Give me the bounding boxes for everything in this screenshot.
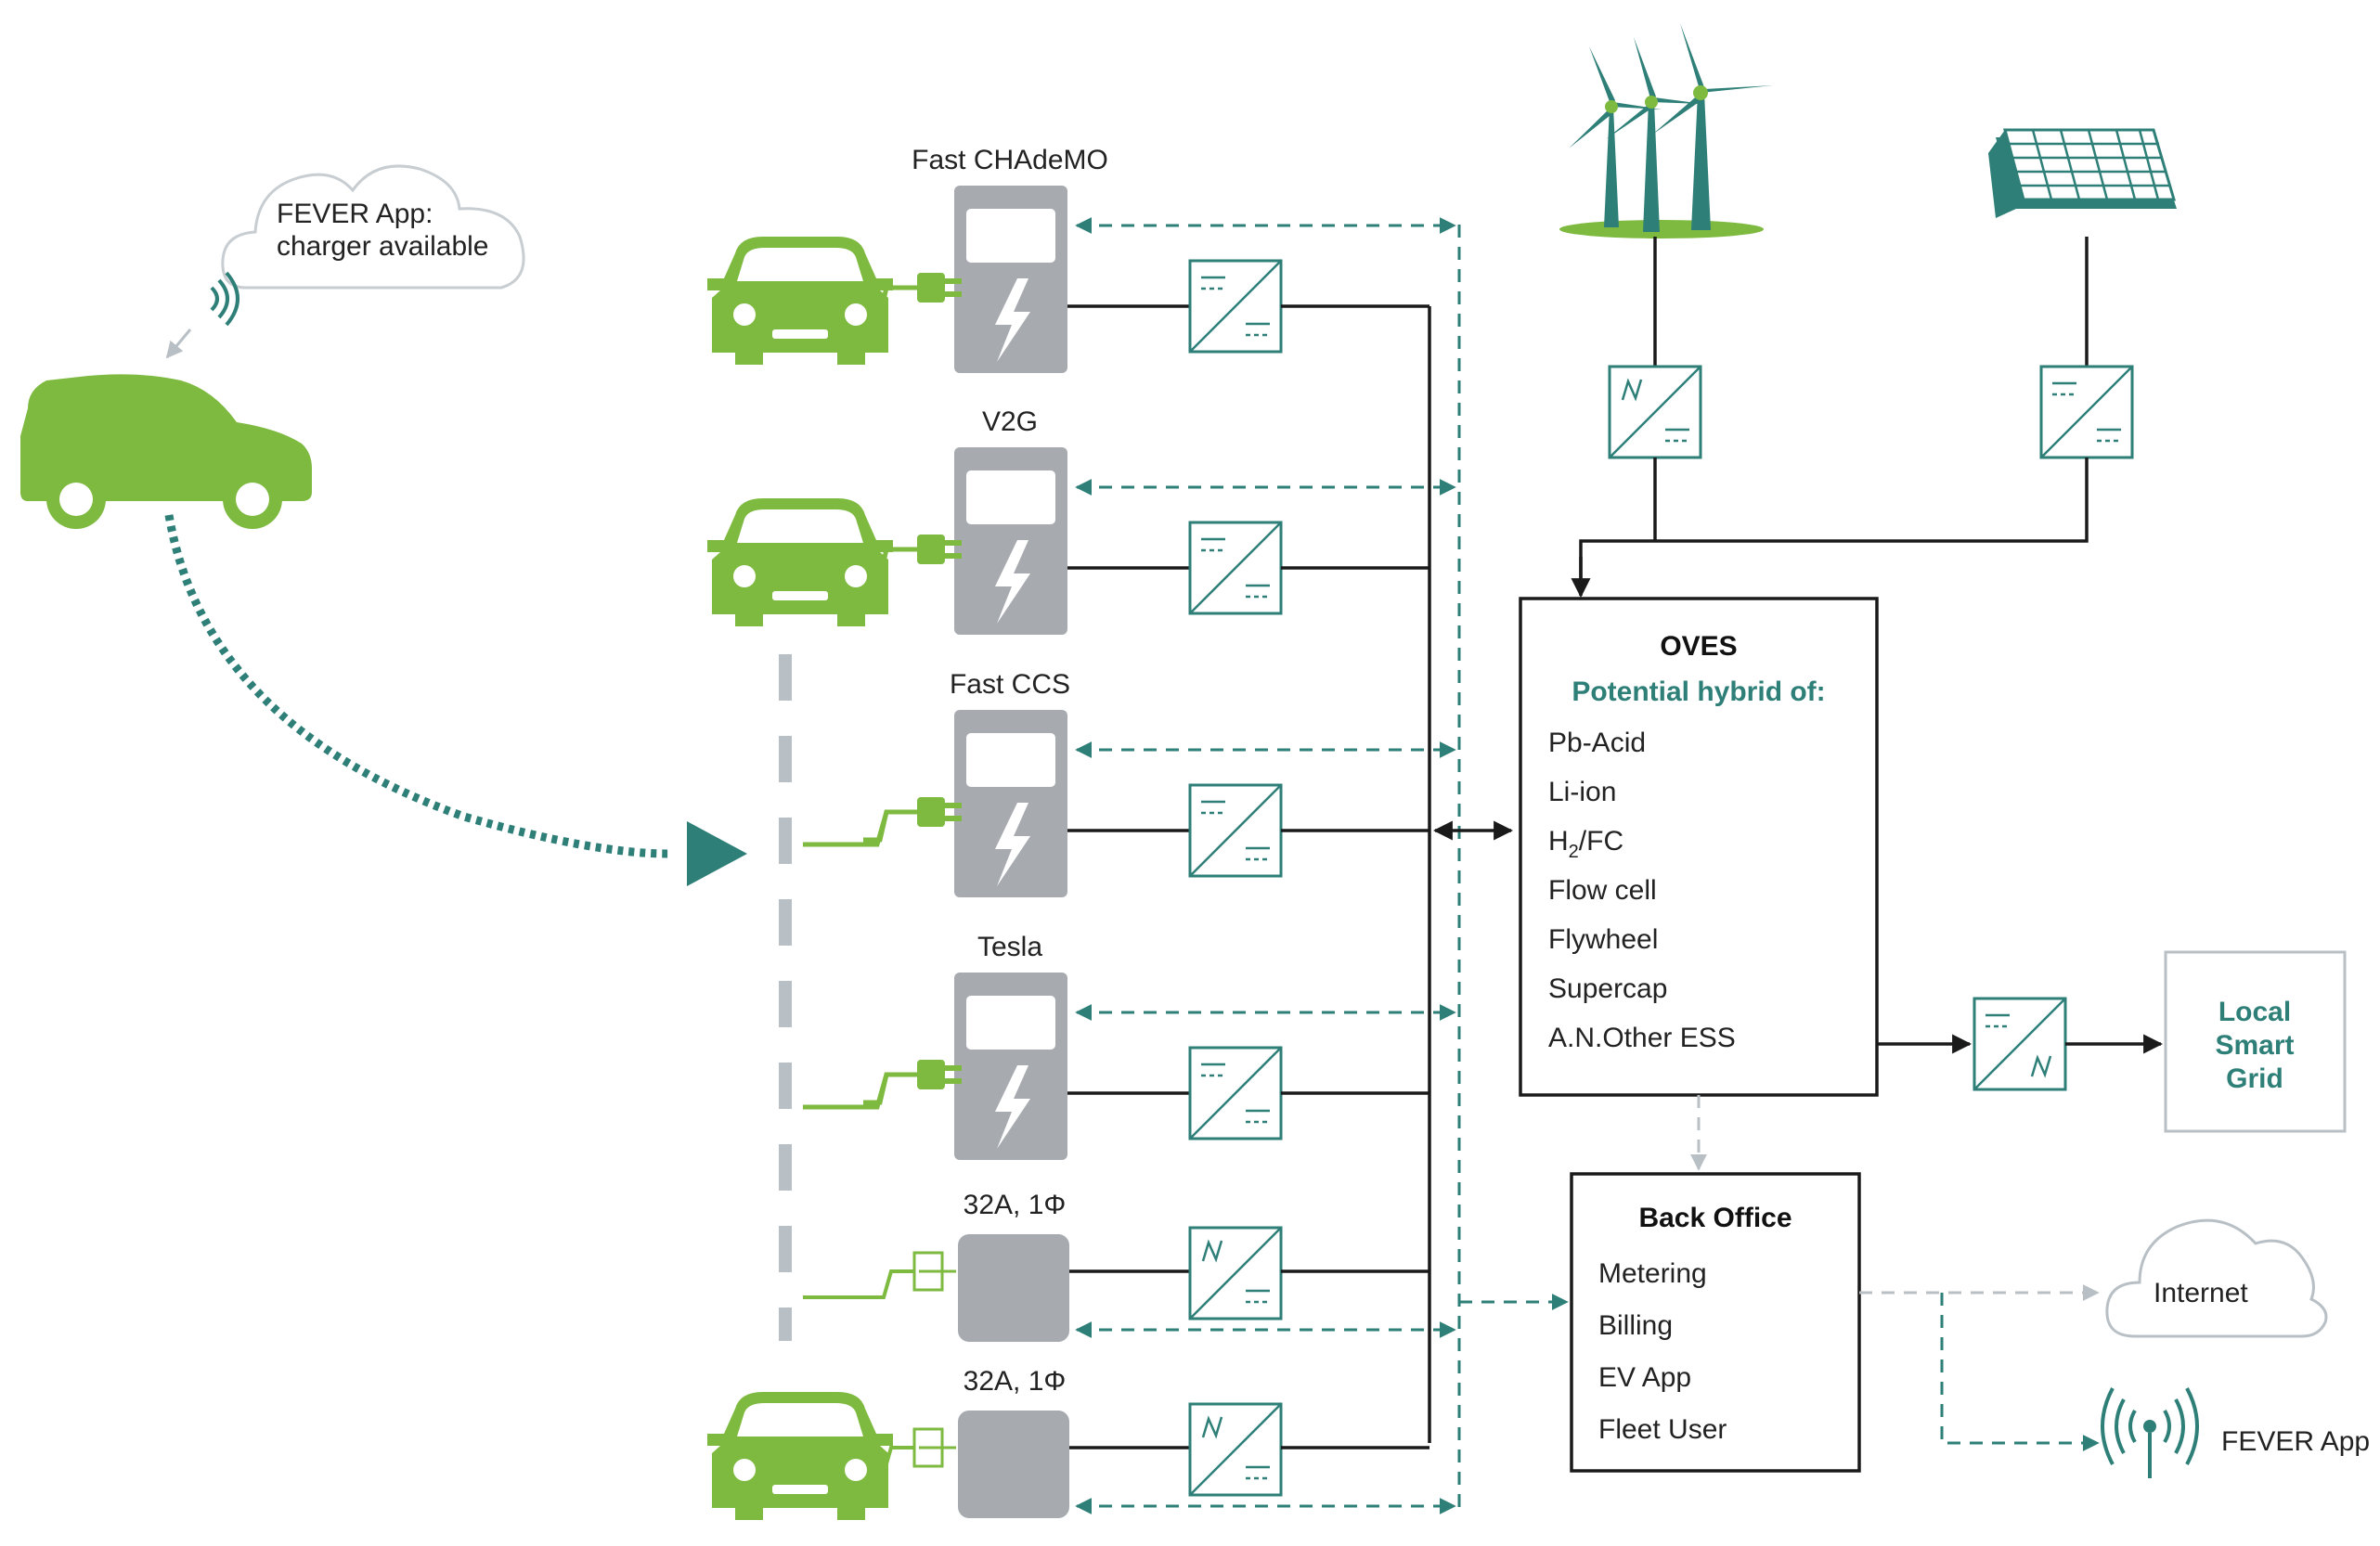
dc-dc-converter [1188, 783, 1283, 878]
charging-cable [803, 1269, 914, 1299]
oves-title: OVES [1660, 631, 1737, 662]
oves-item: Supercap [1548, 973, 1667, 1004]
renewables-combiner [1579, 457, 2089, 594]
ev-car-icon [707, 1392, 893, 1520]
charger-row: 32A, 1Φ [803, 1190, 1456, 1342]
ac-dc-converter [1188, 1402, 1283, 1497]
oves-storage-box: OVES Potential hybrid of: Pb-AcidLi-ionH… [1519, 597, 1879, 1097]
wind-converter-ac-dc [1608, 365, 1702, 459]
internet-label: Internet [2154, 1278, 2248, 1308]
back-office-item: EV App [1598, 1362, 1691, 1393]
back-office-item: Metering [1598, 1258, 1707, 1289]
route-dotted-line [164, 514, 669, 858]
grid-label-line3: Grid [2226, 1063, 2283, 1094]
oves-subtitle: Potential hybrid of: [1572, 676, 1825, 707]
plug-icon [912, 1251, 956, 1292]
back-office-item: Billing [1598, 1310, 1673, 1341]
charger-row: Fast CHAdeMO [707, 145, 1456, 373]
charger-row: V2G [707, 406, 1456, 635]
roaming-ev-icon [20, 374, 312, 529]
dc-dc-converter [1188, 521, 1283, 615]
dc-dc-converter [1188, 259, 1283, 354]
oves-item: A.N.Other ESS [1548, 1023, 1736, 1053]
grid-label-line1: Local [2218, 997, 2291, 1027]
backoffice-to-app [1940, 1293, 2100, 1451]
dc-charger-icon [954, 447, 1067, 635]
charger-rows: Fast CHAdeMO V2G Fast CCS Tesla 32A, 1Φ 32A, … [707, 145, 1456, 1520]
back-office-title: Back Office [1638, 1203, 1791, 1233]
charger-label: Fast CHAdeMO [912, 145, 1108, 175]
charging-cable [863, 1072, 917, 1105]
solar-converter-dc-dc [2039, 365, 2134, 459]
ev-car-icon [707, 498, 893, 626]
oves-item: Li-ion [1548, 777, 1616, 807]
oves-item: Pb-Acid [1548, 728, 1646, 758]
charger-label: Fast CCS [950, 669, 1070, 700]
ac-dc-converter [1188, 1226, 1283, 1321]
charger-row: 32A, 1Φ [707, 1366, 1456, 1520]
wireless-signal-icon [210, 271, 239, 327]
dc-charger-icon [954, 710, 1067, 897]
ev-car-icon [707, 237, 893, 365]
notification-cloud: FEVER App: charger available [221, 164, 525, 290]
route-arrowhead [687, 821, 747, 886]
oves-item: Flow cell [1548, 875, 1657, 906]
charger-label: 32A, 1Φ [964, 1366, 1067, 1397]
charging-cable [863, 809, 917, 843]
ac-charger-icon [958, 1411, 1069, 1518]
solar-panel-icon [1988, 128, 2177, 218]
antenna-icon [2101, 1387, 2199, 1478]
charging-cable-loose [803, 809, 917, 847]
internet-cloud: Internet [2105, 1218, 2328, 1338]
cloud-text-line2: charger available [277, 231, 488, 262]
charger-label: 32A, 1Φ [964, 1190, 1067, 1220]
dc-charger-icon [954, 973, 1067, 1160]
charger-row: Fast CCS [803, 669, 1456, 897]
oves-item: Flywheel [1548, 924, 1658, 955]
wind-turbines-icon [1559, 23, 1773, 238]
notification-arrow [165, 329, 192, 359]
plug-icon [912, 1427, 956, 1468]
charger-row: Tesla [803, 932, 1456, 1160]
charger-label: Tesla [977, 932, 1042, 962]
grid-inverter [1973, 997, 2067, 1091]
grid-label-line2: Smart [2215, 1030, 2294, 1061]
fever-app-label: FEVER App [2221, 1426, 2370, 1457]
charging-cable-loose [803, 1072, 917, 1110]
back-office-item: Fleet User [1598, 1414, 1727, 1445]
charger-label: V2G [982, 406, 1038, 437]
dc-dc-converter [1188, 1046, 1283, 1140]
ac-charger-icon [958, 1234, 1069, 1342]
cloud-text-line1: FEVER App: [277, 199, 433, 229]
dc-charger-icon [954, 186, 1067, 373]
oves-item: H2/FC [1548, 826, 1623, 862]
local-smart-grid-box: Local Smart Grid [2164, 950, 2347, 1133]
